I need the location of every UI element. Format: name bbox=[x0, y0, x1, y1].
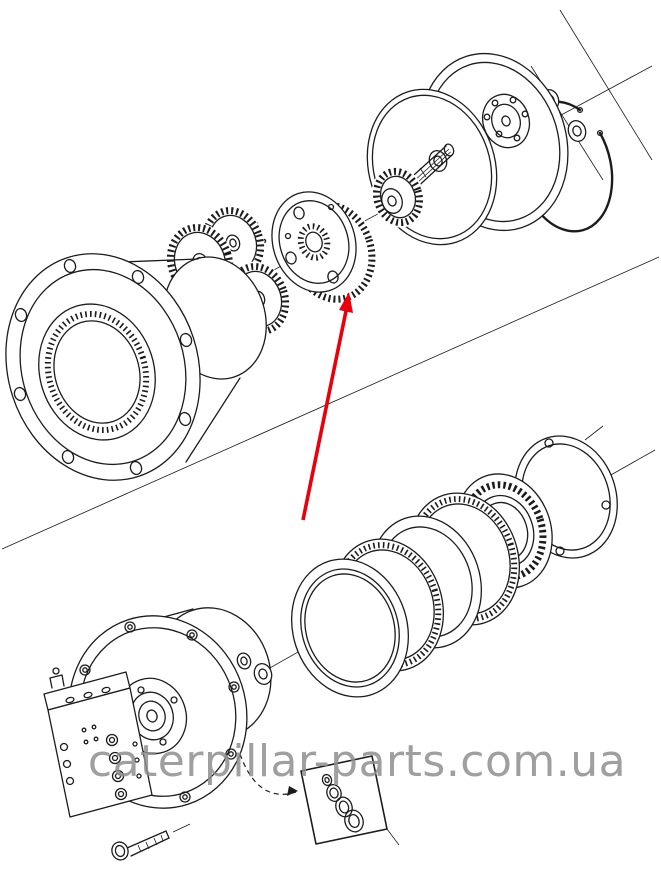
friction-discs bbox=[290, 492, 521, 698]
planet-carrier bbox=[271, 191, 378, 306]
lock-nut bbox=[567, 120, 587, 142]
friction-disc bbox=[290, 558, 410, 698]
pointer-arrow-head bbox=[339, 292, 353, 313]
travel-motor bbox=[43, 607, 272, 818]
coupler-nut bbox=[253, 663, 273, 685]
coupler-washer bbox=[236, 652, 252, 670]
gear-housing bbox=[5, 253, 267, 481]
pointer-arrow bbox=[301, 292, 353, 521]
mounting-bolt bbox=[111, 823, 191, 861]
valve-block bbox=[43, 667, 153, 818]
seal-kit-inset bbox=[300, 755, 400, 846]
pointer-arrow-shaft bbox=[301, 310, 348, 521]
sun-gear-shaft bbox=[371, 143, 455, 228]
watermark-text: caterpillar-parts.com.ua bbox=[88, 736, 626, 787]
seal-kit-arrow bbox=[239, 753, 298, 796]
